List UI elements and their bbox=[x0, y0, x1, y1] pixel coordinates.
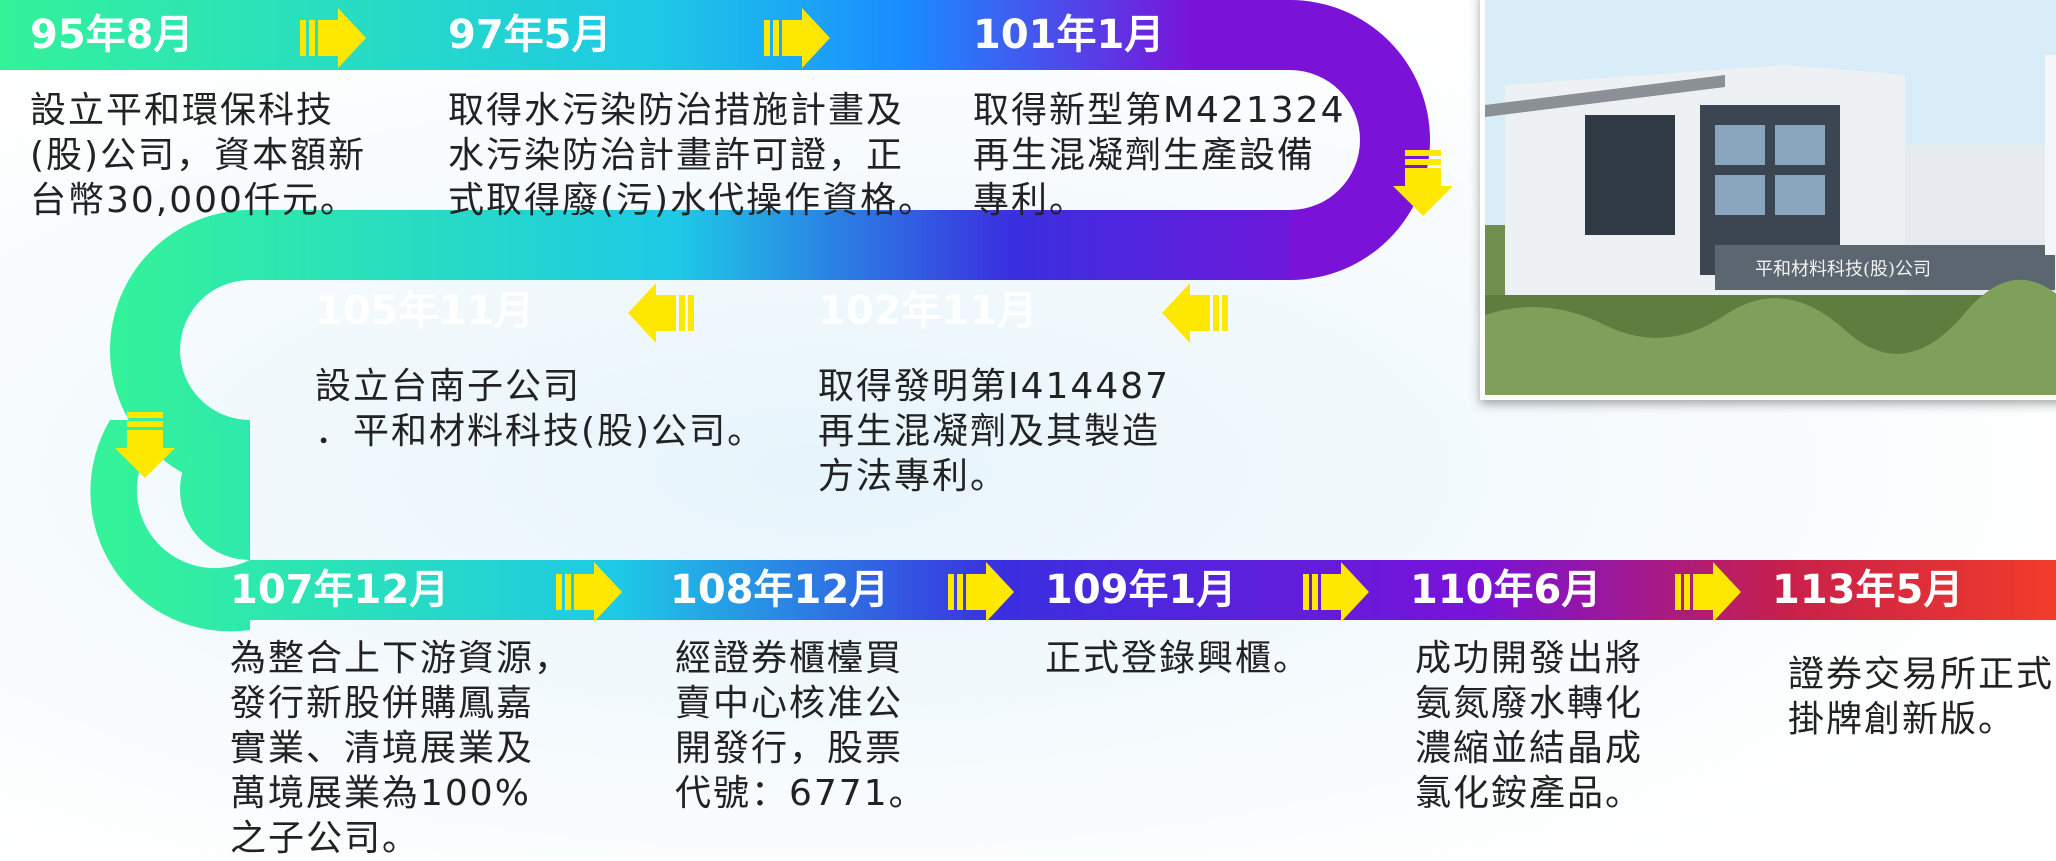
timeline-arrow-icon bbox=[556, 562, 622, 622]
milestone-description-line: 掛牌創新版。 bbox=[1788, 699, 2017, 740]
milestone-description-line: 方法專利。 bbox=[818, 456, 1009, 497]
milestone-description-line: 為整合上下游資源， bbox=[230, 638, 573, 679]
milestone-description-line: 正式登錄興櫃。 bbox=[1045, 638, 1312, 679]
milestone-description-line: 取得水污染防治措施計畫及 bbox=[448, 90, 905, 131]
milestone-description: 成功開發出將氨氮廢水轉化濃縮並結晶成氯化銨產品。 bbox=[1415, 636, 1643, 816]
milestone-description-line: 萬境展業為100% bbox=[230, 773, 531, 814]
milestone-description-line: 式取得廢(污)水代操作資格。 bbox=[448, 180, 937, 221]
milestone-date: 110年6月 bbox=[1410, 567, 1602, 613]
milestone-description-line: 賣中心核准公 bbox=[675, 683, 904, 724]
milestone-date: 101年1月 bbox=[973, 12, 1165, 58]
milestone-description: 設立台南子公司．平和材料科技(股)公司。 bbox=[315, 364, 765, 454]
road-middle-segment bbox=[110, 210, 1290, 490]
milestone-date: 109年1月 bbox=[1045, 567, 1237, 613]
timeline-arrow-icon bbox=[1675, 562, 1741, 622]
timeline-arrow-icon bbox=[115, 412, 175, 478]
milestone-description-line: 之子公司。 bbox=[230, 818, 421, 859]
milestone-description-line: (股)公司，資本額新 bbox=[30, 135, 367, 176]
timeline-arrow-icon bbox=[1303, 562, 1369, 622]
milestone-description-line: 專利。 bbox=[973, 180, 1088, 221]
milestone-description: 取得水污染防治措施計畫及水污染防治計畫許可證，正式取得廢(污)水代操作資格。 bbox=[448, 88, 936, 223]
milestone-description-line: 台幣30,000仟元。 bbox=[30, 180, 358, 221]
timeline-arrow-icon bbox=[628, 283, 694, 343]
factory-photo: 平和材料科技(股)公司 bbox=[1480, 0, 2056, 400]
timeline-arrow-icon bbox=[1162, 283, 1228, 343]
timeline-arrow-icon bbox=[300, 8, 366, 68]
factory-sign-text: 平和材料科技(股)公司 bbox=[1755, 259, 1931, 280]
milestone-description-line: 代號：6771。 bbox=[675, 773, 927, 814]
road-bottom-segment-fill bbox=[90, 420, 250, 632]
milestone-date: 105年11月 bbox=[315, 288, 535, 334]
milestone-description-line: 濃縮並結晶成 bbox=[1415, 728, 1644, 769]
milestone-date: 113年5月 bbox=[1772, 567, 1964, 613]
milestone-description-line: 氨氮廢水轉化 bbox=[1415, 683, 1644, 724]
milestone-description-line: 開發行，股票 bbox=[675, 728, 904, 769]
milestone-description-line: 氯化銨產品。 bbox=[1415, 773, 1644, 814]
milestone-description-line: 設立台南子公司 bbox=[315, 366, 582, 407]
timeline-arrow-icon bbox=[764, 8, 830, 68]
milestone-description-line: 水污染防治計畫許可證，正 bbox=[448, 135, 905, 176]
milestone-description: 設立平和環保科技(股)公司，資本額新台幣30,000仟元。 bbox=[30, 88, 366, 223]
milestone-description-line: 成功開發出將 bbox=[1415, 638, 1644, 679]
milestone-description-line: 經證券櫃檯買 bbox=[675, 638, 904, 679]
milestone-description-line: 發行新股併購鳳嘉 bbox=[230, 683, 535, 724]
timeline-arrow-icon bbox=[948, 562, 1014, 622]
milestone-description-line: 再生混凝劑生產設備 bbox=[973, 135, 1316, 176]
milestone-date: 102年11月 bbox=[818, 288, 1038, 334]
timeline-arrow-icon bbox=[1393, 150, 1453, 216]
milestone-description-line: 再生混凝劑及其製造 bbox=[818, 411, 1161, 452]
milestone-description: 經證券櫃檯買賣中心核准公開發行，股票代號：6771。 bbox=[675, 636, 927, 816]
milestone-description-line: 實業、清境展業及 bbox=[230, 728, 535, 769]
milestone-description-line: 取得發明第I414487 bbox=[818, 366, 1171, 407]
milestone-description-line: 證券交易所正式 bbox=[1788, 654, 2055, 695]
milestone-date: 108年12月 bbox=[670, 567, 890, 613]
milestone-description: 證券交易所正式掛牌創新版。 bbox=[1788, 652, 2054, 742]
milestone-description: 正式登錄興櫃。 bbox=[1045, 636, 1311, 681]
milestone-date: 95年8月 bbox=[30, 12, 194, 58]
milestone-date: 97年5月 bbox=[448, 12, 612, 58]
milestone-description-line: 設立平和環保科技 bbox=[30, 90, 335, 131]
milestone-description-line: 取得新型第M421324 bbox=[973, 90, 1346, 131]
road-top-segment bbox=[0, 0, 1430, 280]
road-bottom-segment bbox=[96, 420, 2056, 621]
milestone-description-line: ．平和材料科技(股)公司。 bbox=[315, 411, 766, 452]
milestone-description: 為整合上下游資源，發行新股併購鳳嘉實業、清境展業及萬境展業為100%之子公司。 bbox=[230, 636, 572, 861]
milestone-date: 107年12月 bbox=[230, 567, 450, 613]
